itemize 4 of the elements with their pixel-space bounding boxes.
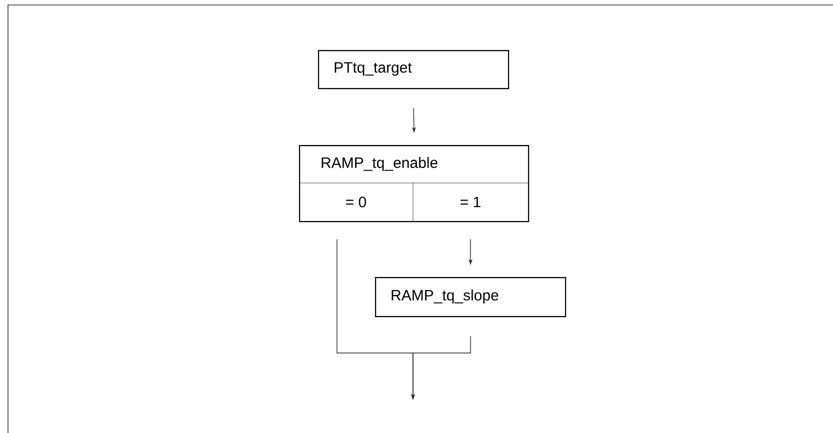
- process-box: PTtq_target: [318, 50, 510, 90]
- process-box: RAMP_tq_slope: [375, 277, 566, 318]
- table-cell: = 1: [460, 196, 480, 208]
- table-cell: = 0: [346, 196, 366, 208]
